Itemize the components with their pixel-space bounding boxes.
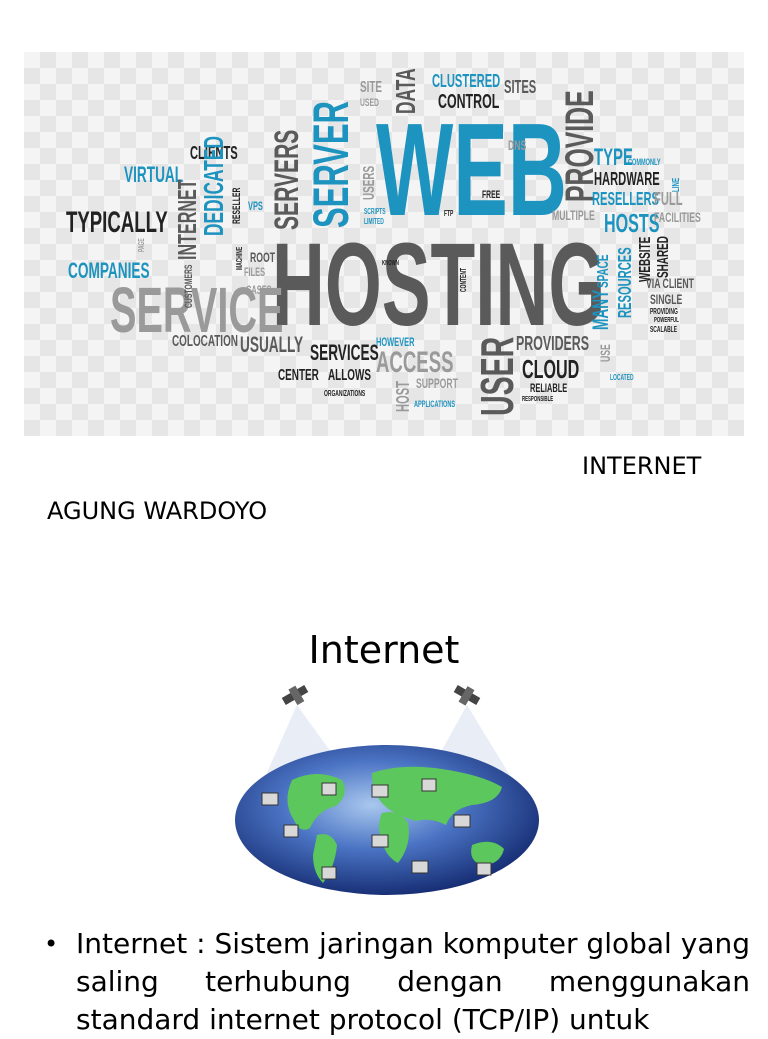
- computer-icon: [411, 860, 429, 874]
- word-hosting: HOSTING: [272, 219, 606, 351]
- word-type: TYPE: [594, 144, 633, 171]
- bullet-item: • Internet : Sistem jaringan komputer gl…: [44, 925, 750, 1039]
- slide-1: WEB HOSTING SERVICE SERVER PROVIDE USER …: [24, 52, 744, 525]
- word-commonly: COMMONLY: [628, 157, 661, 167]
- word-shared: SHARED: [655, 236, 672, 278]
- word-hosts: HOSTS: [604, 208, 660, 238]
- computer-icon: [283, 824, 299, 838]
- computer-icon: [371, 834, 389, 848]
- word-internet: INTERNET: [172, 179, 202, 260]
- bullet-dot-icon: •: [44, 930, 59, 958]
- word-hardware: HARDWARE: [594, 169, 660, 189]
- satellite-right-icon: [453, 685, 481, 706]
- word-clients: CLIENTS: [190, 143, 238, 163]
- word-user: USER: [471, 336, 523, 416]
- word-full: FULL: [654, 189, 683, 209]
- word-line: LINE: [671, 177, 682, 192]
- computer-icon: [321, 866, 337, 880]
- word-vps: VPS: [248, 199, 263, 213]
- word-via-client: VIA CLIENT: [646, 275, 694, 291]
- word-multiple: MULTIPLE: [552, 207, 595, 223]
- word-users: USERS: [361, 165, 378, 200]
- word-providing: PROVIDING: [650, 307, 678, 316]
- slide-subtitle: INTERNET: [582, 452, 702, 480]
- bullet-text: Internet : Sistem jaringan komputer glob…: [76, 927, 750, 1036]
- word-services: SERVICES: [310, 340, 379, 365]
- word-providers: PROVIDERS: [516, 333, 590, 355]
- word-files: FILES: [244, 265, 266, 279]
- slide-title: Internet: [308, 628, 460, 672]
- computer-icon: [476, 862, 492, 876]
- word-servers: SERVERS: [268, 129, 306, 230]
- word-page: PAGE: [137, 238, 146, 252]
- word-virtual: VIRTUAL: [124, 162, 184, 187]
- word-single: SINGLE: [650, 291, 683, 307]
- computer-icon: [261, 792, 279, 806]
- word-cloud: CLOUD: [522, 354, 580, 384]
- word-reseller: RESELLER: [231, 187, 243, 224]
- word-resources: RESOURCES: [615, 247, 635, 318]
- web-hosting-word-cloud: WEB HOSTING SERVICE SERVER PROVIDE USER …: [24, 52, 744, 436]
- word-companies: COMPANIES: [68, 258, 150, 283]
- word-center: CENTER: [278, 367, 319, 384]
- word-scripts: SCRIPTS: [364, 207, 386, 216]
- word-known: KNOWN: [382, 260, 399, 267]
- word-machine: MACHINE: [235, 246, 244, 270]
- word-allows: ALLOWS: [328, 367, 371, 384]
- word-dedicated: DEDICATED: [198, 136, 229, 236]
- word-content: CONTENT: [459, 268, 468, 292]
- word-reliable: RELIABLE: [530, 381, 568, 395]
- word-scalable: SCALABLE: [650, 325, 678, 334]
- word-organizations: ORGANIZATIONS: [324, 389, 366, 398]
- word-applications: APPLICATIONS: [414, 399, 456, 409]
- word-web: WEB: [376, 96, 567, 243]
- computer-icon: [453, 814, 471, 828]
- word-customers: CUSTOMERS: [183, 264, 195, 308]
- word-root: ROOT: [250, 249, 276, 265]
- computer-icon: [371, 784, 389, 798]
- slide-2: Internet: [0, 560, 768, 1036]
- word-host: HOST: [393, 380, 413, 412]
- computer-icon: [321, 782, 337, 796]
- word-space: SPACE: [595, 254, 612, 288]
- word-access: ACCESS: [376, 346, 454, 379]
- word-control: CONTROL: [438, 91, 500, 113]
- word-located: LOCATED: [610, 373, 634, 382]
- bullet-list: • Internet : Sistem jaringan komputer gl…: [44, 925, 750, 1039]
- word-data: DATA: [390, 68, 421, 114]
- word-clustered: CLUSTERED: [432, 71, 501, 91]
- continent-australia: [471, 841, 504, 865]
- word-dns: DNS: [508, 137, 527, 153]
- word-facilities: FACILITIES: [654, 209, 701, 225]
- word-used: USED: [360, 97, 379, 109]
- word-cases: CASES: [246, 283, 272, 297]
- word-limited: LIMITED: [364, 217, 384, 226]
- word-use: USE: [597, 344, 613, 362]
- word-usually: USUALLY: [240, 332, 304, 357]
- word-site: SITE: [360, 79, 383, 96]
- word-service: SERVICE: [110, 274, 284, 346]
- author-name: AGUNG WARDOYO: [47, 497, 268, 525]
- word-support: SUPPORT: [416, 375, 458, 391]
- continent-americas-south: [313, 834, 337, 883]
- word-many: MANY: [588, 289, 613, 330]
- word-server: SERVER: [303, 101, 359, 228]
- internet-globe-illustration: [222, 685, 552, 900]
- word-powerful: POWERFUL: [654, 317, 679, 324]
- word-colocation: COLOCATION: [172, 333, 238, 350]
- continent-africa: [379, 812, 409, 863]
- globe-network-graphic: [235, 685, 539, 895]
- computer-icon: [421, 778, 437, 792]
- satellite-left-icon: [281, 685, 309, 706]
- word-responsible: RESPONSIBLE: [522, 396, 554, 403]
- word-however: HOWEVER: [376, 335, 415, 349]
- word-resellers: RESELLERS: [592, 189, 659, 209]
- word-free: FREE: [482, 189, 501, 201]
- word-ftp: FTP: [444, 209, 454, 218]
- word-typically: TYPICALLY: [66, 206, 168, 239]
- continent-eurasia: [372, 766, 502, 825]
- word-sites: SITES: [504, 77, 537, 97]
